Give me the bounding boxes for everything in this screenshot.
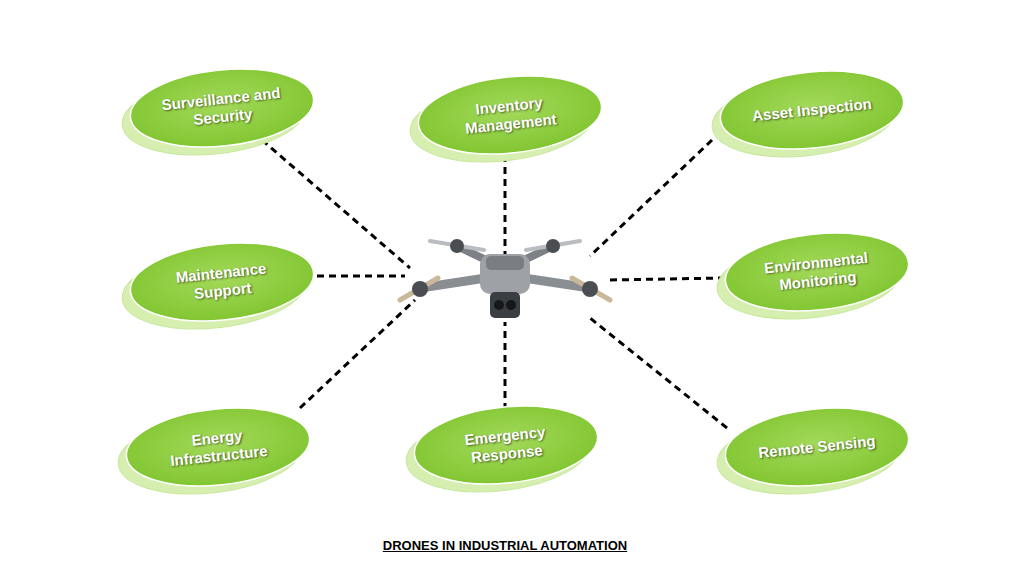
drone-camera: [490, 292, 520, 318]
node-text-box: Remote Sensing: [737, 389, 897, 504]
node-label: Remote Sensing: [758, 432, 877, 462]
leader-line: [504, 322, 507, 410]
ellipse-fill: [127, 235, 318, 330]
ellipse-fill: [722, 225, 913, 320]
node-label: Asset Inspection: [751, 95, 872, 125]
ellipse-fill: [717, 63, 908, 158]
ellipse-fill: [127, 61, 318, 156]
ellipse-fill: [411, 398, 602, 493]
leader-line: [300, 300, 415, 408]
node-text-box: Energy Infrastructure: [138, 389, 298, 504]
node-text-box: Environmental Monitoring: [737, 214, 897, 329]
leader-line: [590, 318, 727, 428]
ellipse-node: Inventory Management: [400, 54, 619, 175]
node-label: Inventory Management: [434, 89, 587, 140]
node-label: Maintenance Support: [146, 256, 299, 307]
drone-motor: [412, 281, 428, 297]
leader-lines: [262, 140, 727, 428]
drone-motor: [450, 239, 464, 253]
drone-illustration: [400, 239, 610, 318]
camera-lens: [494, 300, 504, 310]
node-label: Environmental Monitoring: [741, 246, 894, 297]
propeller-blade: [400, 278, 438, 300]
drone-body-top: [486, 256, 524, 270]
camera-lens: [506, 300, 516, 310]
leader-line: [504, 155, 507, 254]
ellipse-fill: [123, 400, 314, 495]
ellipse-node: Maintenance Support: [112, 221, 331, 342]
drone-motor: [546, 239, 560, 253]
ellipse-node: Remote Sensing: [707, 386, 926, 507]
diagram-caption: DRONES IN INDUSTRIAL AUTOMATION: [0, 538, 1010, 553]
node-label: Energy Infrastructure: [142, 421, 295, 472]
node-text-box: Inventory Management: [430, 57, 590, 172]
ellipse-node: Energy Infrastructure: [108, 386, 327, 507]
node-text-box: Asset Inspection: [732, 52, 892, 167]
propeller-blade: [572, 278, 610, 300]
drone-motor: [582, 281, 598, 297]
node-text-box: Emergency Response: [426, 387, 586, 502]
node-text-box: Surveillance and Security: [142, 50, 302, 165]
ellipse-node: Surveillance and Security: [112, 47, 331, 168]
node-text-box: Maintenance Support: [142, 224, 302, 339]
ellipse-fill: [722, 400, 913, 495]
leader-line: [305, 275, 405, 278]
node-label: Surveillance and Security: [146, 82, 299, 133]
node-label: Emergency Response: [430, 419, 583, 470]
drone-body: [480, 254, 530, 294]
ellipse-node: Environmental Monitoring: [707, 211, 926, 332]
ellipse-fill: [415, 68, 606, 163]
ellipse-node: Asset Inspection: [702, 49, 921, 170]
ellipse-node: Emergency Response: [396, 384, 615, 505]
leader-line: [608, 278, 725, 280]
leader-line: [590, 140, 712, 256]
